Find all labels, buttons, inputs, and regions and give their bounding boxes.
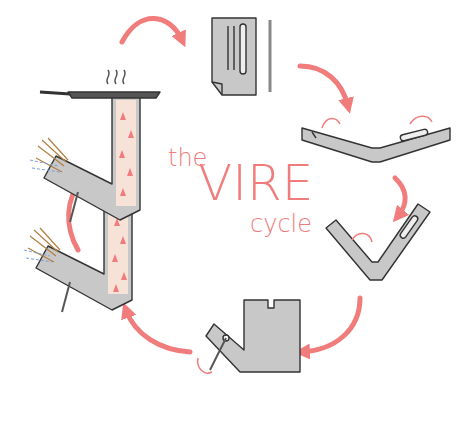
title-word: cycle: [250, 212, 312, 236]
l-stove: [198, 300, 300, 373]
cycle-arrow: [300, 66, 348, 106]
title-main: VIRE: [198, 158, 313, 208]
cooking-stove: [30, 70, 160, 222]
folded-stove: [212, 18, 270, 95]
cycle-arrow: [395, 178, 405, 216]
v-stove: [326, 204, 430, 280]
cycle-arrow: [126, 310, 190, 352]
opened-stove: [302, 116, 450, 162]
burning-stove: [24, 202, 132, 312]
cycle-arrow: [122, 18, 182, 42]
cycle-arrow: [302, 298, 360, 352]
